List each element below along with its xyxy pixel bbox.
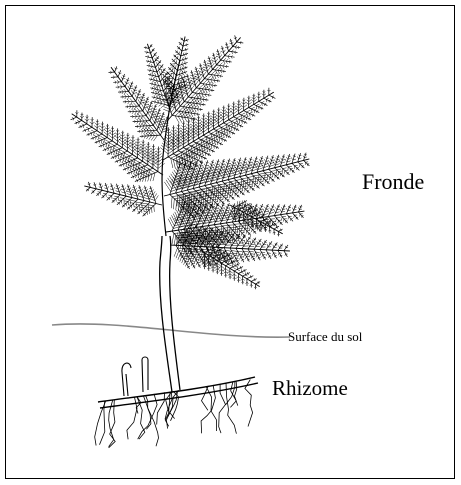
young-shoots [122, 357, 148, 396]
pinna [164, 153, 309, 218]
pinna [84, 182, 162, 216]
soil-surface-line [52, 324, 290, 337]
fronde-leader [300, 182, 345, 198]
roots [95, 380, 253, 448]
stipe [160, 236, 180, 392]
root [157, 392, 165, 424]
root [226, 383, 236, 434]
root [219, 384, 226, 433]
pinna [160, 88, 275, 171]
fronde-label: Fronde [362, 171, 424, 193]
soil-surface-label: Surface du sol [288, 330, 362, 343]
root [245, 380, 253, 427]
frond [71, 35, 310, 289]
rhizome-label: Rhizome [272, 378, 348, 399]
